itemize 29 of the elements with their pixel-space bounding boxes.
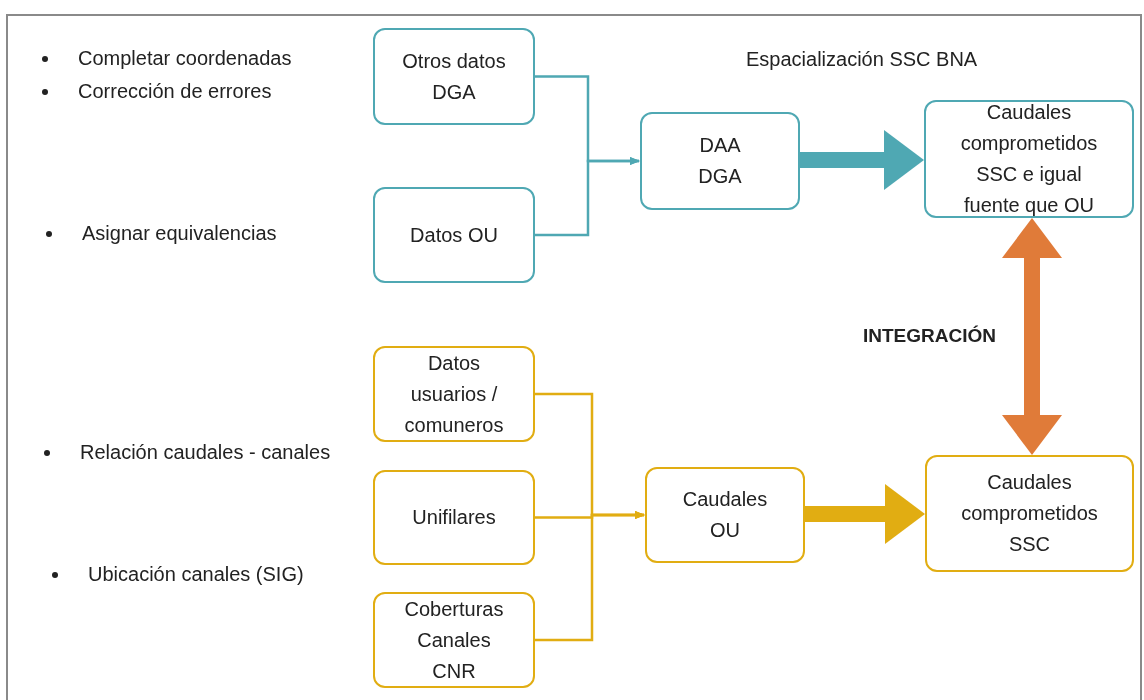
box-label: Caudales comprometidos SSC [960,470,1099,557]
block-arrow [800,130,924,190]
bullet-text: Completar coordenadas [78,47,292,70]
box-label: Datos usuarios / comuneros [404,350,504,438]
box-label: Coberturas Canales CNR [403,596,505,684]
bullet-text: Ubicación canales (SIG) [88,563,304,586]
process-box [373,28,535,125]
process-box [925,455,1134,572]
process-box [373,592,535,688]
process-box [373,187,535,283]
bullet-text: Asignar equivalencias [82,222,277,245]
box-label: DAA DGA [697,133,743,189]
process-box [640,112,800,210]
connector-arrow [535,157,640,237]
box-label: Caudales comprometidos SSC e igual fuente que OU [959,100,1099,218]
block-arrow [805,484,925,544]
bullet-text: Relación caudales - canales [80,441,331,464]
box-label: Datos OU [410,222,498,248]
process-box [373,346,535,442]
bullet-text: Corrección de errores [78,80,272,103]
box-label: Unifilares [412,505,496,530]
process-box [924,100,1134,218]
process-box [645,467,805,563]
annotation-text: Espacialización SSC BNA [746,48,978,71]
connector-arrow [535,511,645,642]
box-label: Otros datos DGA [401,48,507,105]
process-box [373,470,535,565]
block-arrow [1002,218,1062,455]
box-label: Caudales OU [682,487,768,543]
